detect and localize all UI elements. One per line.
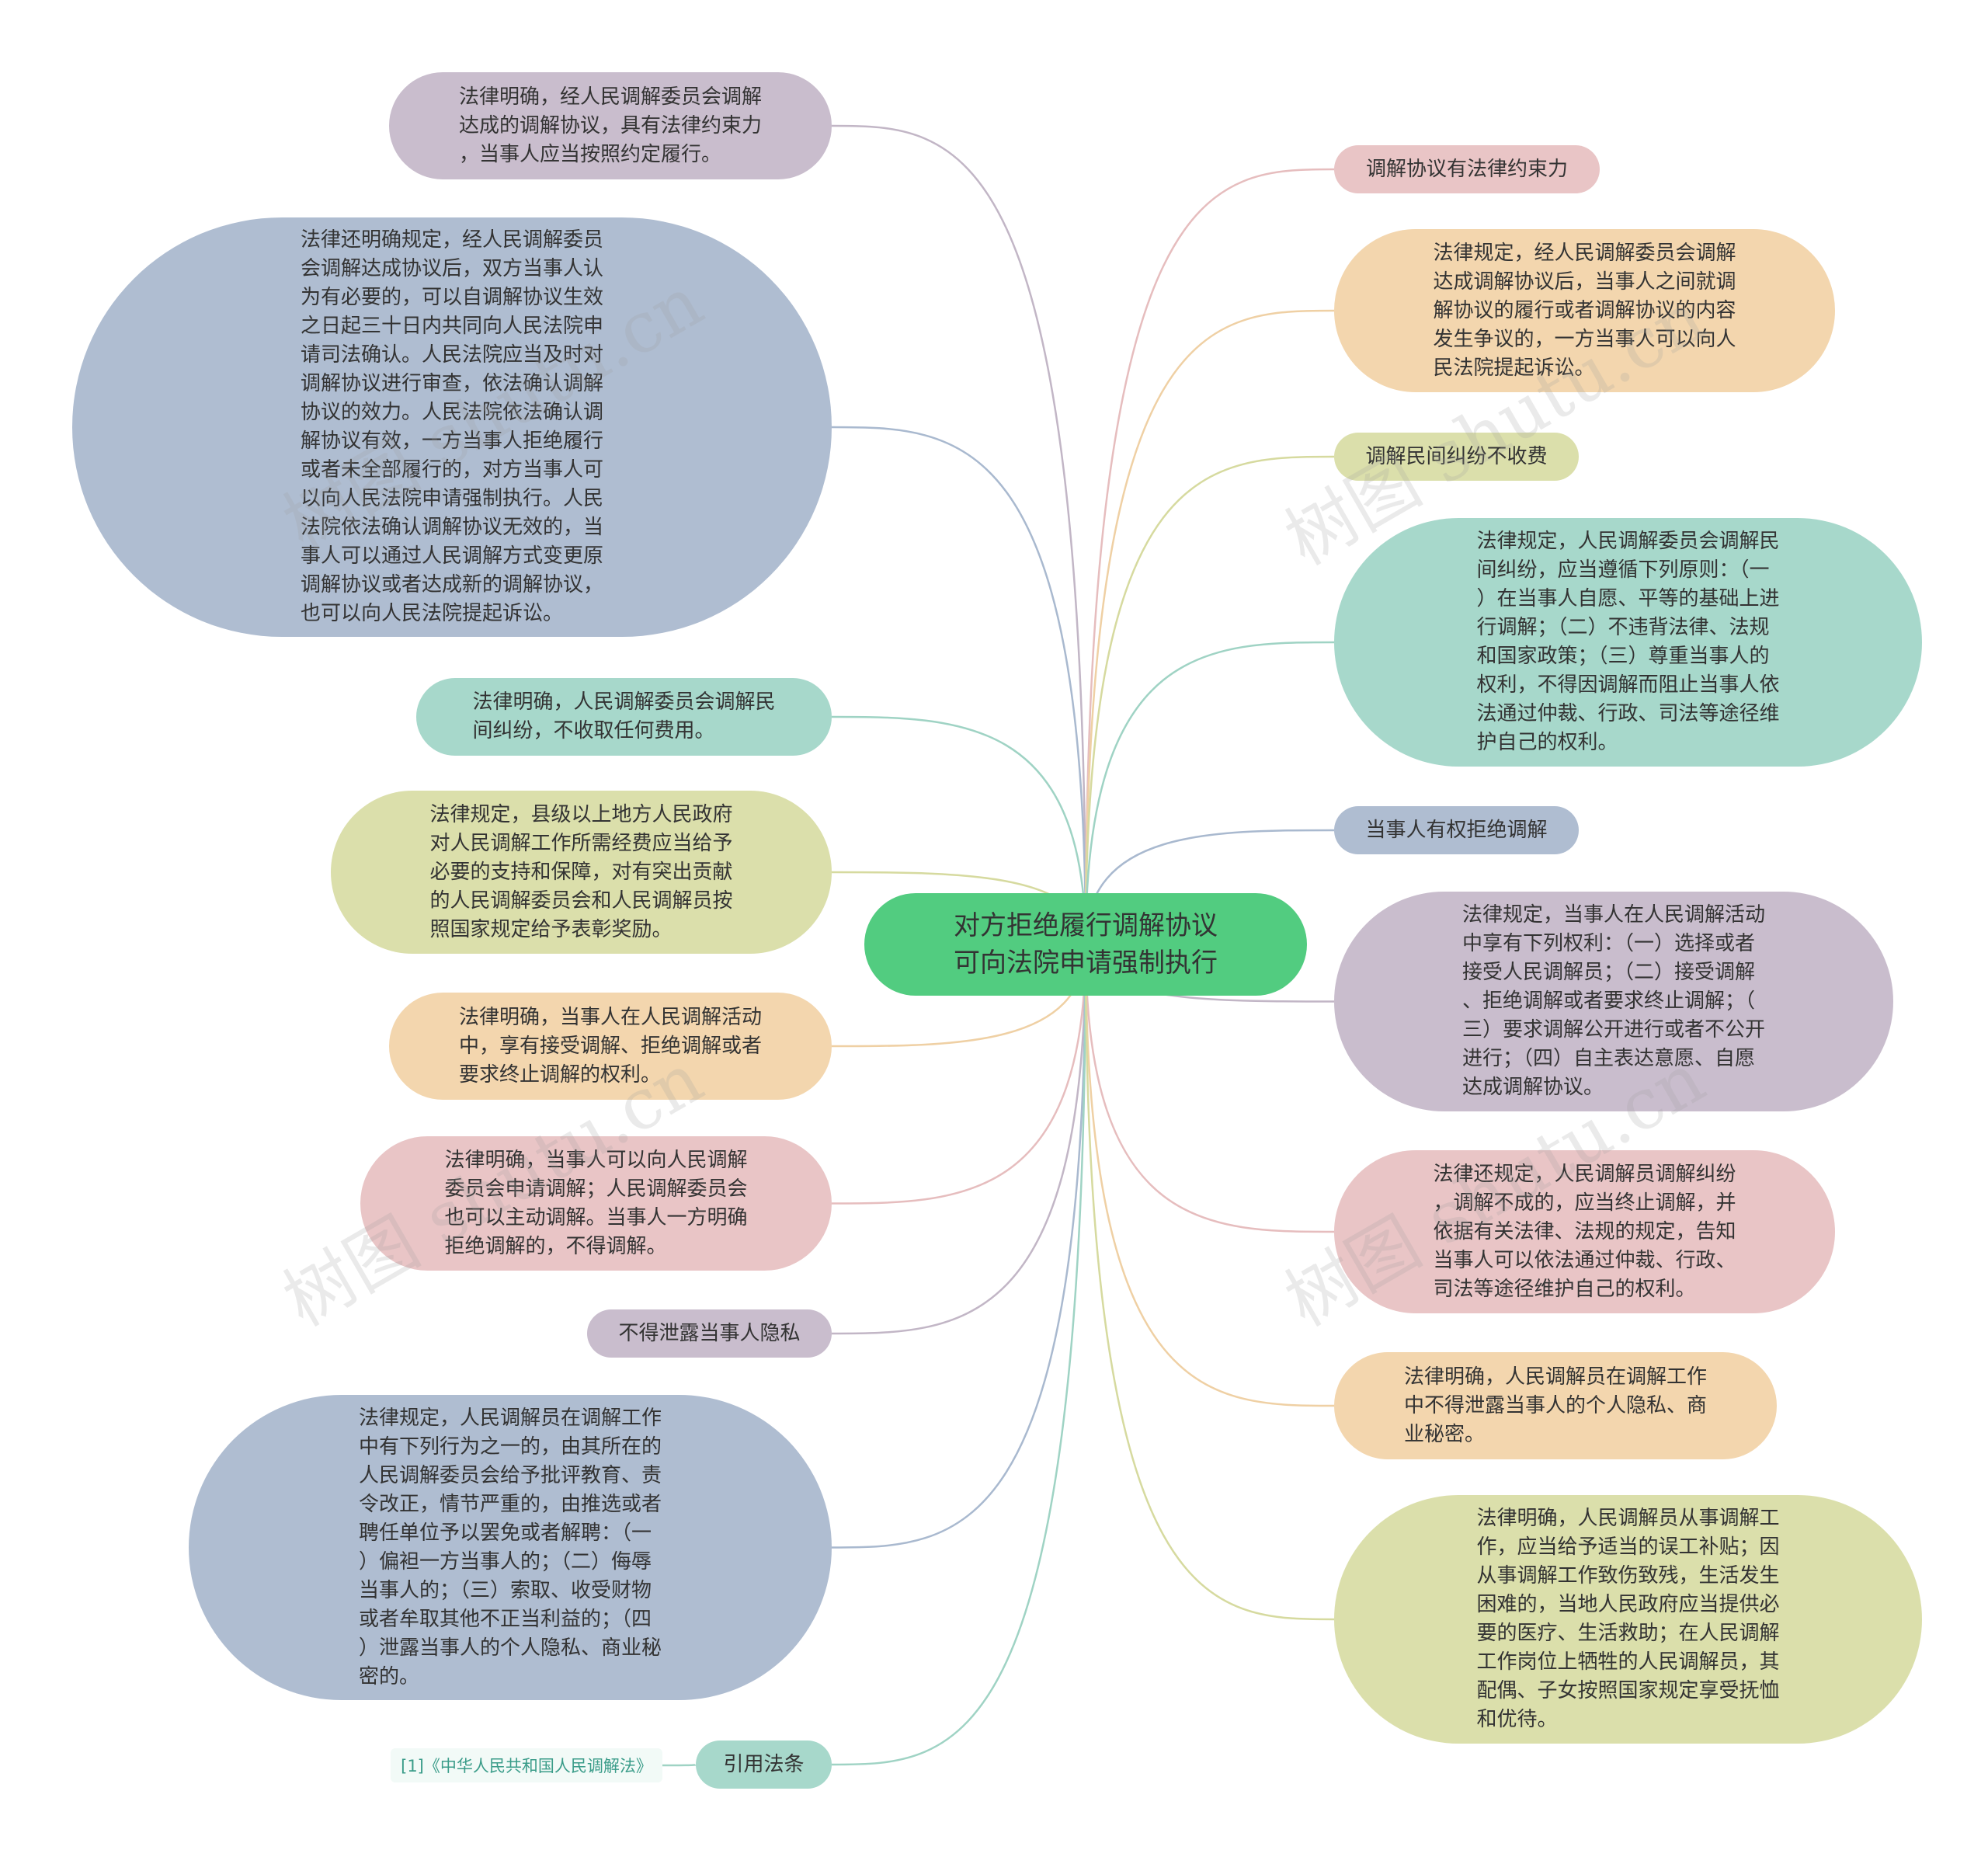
right-topic-node-6[interactable]: 法律规定，当事人在人民调解活动 中享有下列权利：（一）选择或者 接受人民调解员；… xyxy=(1334,892,1893,1111)
connector-left-6 xyxy=(831,944,1087,1205)
right-topic-node-4[interactable]: 法律规定，人民调解委员会调解民 间纠纷，应当遵循下列原则：（一 ）在当事人自愿、… xyxy=(1334,518,1922,767)
left-topic-text-9: 引用法条 xyxy=(723,1752,805,1776)
reference-text: [1]《中华人民共和国人民调解法》 xyxy=(401,1757,652,1775)
connector-right-4 xyxy=(1084,641,1335,945)
left-topic-text-4: 法律规定，县级以上地方人民政府 对人民调解工作所需经费应当给予 必要的支持和保障… xyxy=(429,802,733,941)
left-topic-text-1: 法律明确，经人民调解委员会调解 达成的调解协议，具有法律约束力 ，当事人应当按照… xyxy=(458,85,762,166)
right-topic-node-8[interactable]: 法律明确，人民调解员在调解工作 中不得泄露当事人的个人隐私、商 业秘密。 xyxy=(1334,1352,1777,1459)
right-topic-node-7[interactable]: 法律还规定，人民调解员调解纠纷 ，调解不成的，应当终止调解，并 依据有关法律、法… xyxy=(1334,1150,1835,1313)
left-topic-node-3[interactable]: 法律明确，人民调解委员会调解民 间纠纷，不收取任何费用。 xyxy=(416,678,832,756)
left-topic-node-7[interactable]: 不得泄露当事人隐私 xyxy=(587,1309,832,1358)
right-topic-text-6: 法律规定，当事人在人民调解活动 中享有下列权利：（一）选择或者 接受人民调解员；… xyxy=(1461,903,1765,1099)
left-topic-text-8: 法律规定，人民调解员在调解工作 中有下列行为之一的，由其所在的 人民调解委员会给… xyxy=(358,1406,662,1688)
left-topic-text-2: 法律还明确规定，经人民调解委员 会调解达成协议后，双方当事人认 为有必要的，可以… xyxy=(300,228,603,625)
left-topic-node-8[interactable]: 法律规定，人民调解员在调解工作 中有下列行为之一的，由其所在的 人民调解委员会给… xyxy=(189,1395,832,1700)
connector-right-1 xyxy=(1084,168,1335,945)
root-topic-node[interactable]: 对方拒绝履行调解协议 可向法院申请强制执行 xyxy=(864,893,1307,996)
connector-right-3 xyxy=(1084,455,1335,945)
right-topic-node-5[interactable]: 当事人有权拒绝调解 xyxy=(1334,806,1579,854)
connector-right-7 xyxy=(1084,944,1335,1233)
connector-left-1 xyxy=(831,124,1087,945)
left-topic-node-6[interactable]: 法律明确，当事人可以向人民调解 委员会申请调解；人民调解委员会 也可以主动调解。… xyxy=(360,1136,832,1271)
connector-left-3 xyxy=(831,715,1087,945)
connector-right-9 xyxy=(1084,944,1335,1621)
connector-left-9 xyxy=(831,944,1087,1766)
left-topic-text-3: 法律明确，人民调解委员会调解民 间纠纷，不收取任何费用。 xyxy=(472,690,776,742)
reference-link[interactable]: [1]《中华人民共和国人民调解法》 xyxy=(391,1748,662,1782)
right-topic-text-7: 法律还规定，人民调解员调解纠纷 ，调解不成的，应当终止调解，并 依据有关法律、法… xyxy=(1433,1162,1736,1301)
right-topic-text-4: 法律规定，人民调解委员会调解民 间纠纷，应当遵循下列原则：（一 ）在当事人自愿、… xyxy=(1476,530,1780,754)
right-topic-text-8: 法律明确，人民调解员在调解工作 中不得泄露当事人的个人隐私、商 业秘密。 xyxy=(1403,1365,1707,1446)
left-topic-text-6: 法律明确，当事人可以向人民调解 委员会申请调解；人民调解委员会 也可以主动调解。… xyxy=(444,1148,748,1258)
root-topic-text: 对方拒绝履行调解协议 可向法院申请强制执行 xyxy=(954,910,1218,979)
right-topic-text-3: 调解民间纠纷不收费 xyxy=(1365,444,1548,468)
left-topic-node-2[interactable]: 法律还明确规定，经人民调解委员 会调解达成协议后，双方当事人认 为有必要的，可以… xyxy=(72,217,832,637)
right-topic-text-1: 调解协议有法律约束力 xyxy=(1365,157,1568,181)
left-topic-node-9[interactable]: 引用法条 xyxy=(696,1741,832,1789)
right-topic-node-1[interactable]: 调解协议有法律约束力 xyxy=(1334,145,1600,193)
right-topic-text-5: 当事人有权拒绝调解 xyxy=(1365,818,1548,842)
right-topic-text-2: 法律规定，经人民调解委员会调解 达成调解协议后，当事人之间就调 解协议的履行或者… xyxy=(1433,241,1736,380)
right-topic-node-3[interactable]: 调解民间纠纷不收费 xyxy=(1334,433,1579,481)
right-topic-node-9[interactable]: 法律明确，人民调解员从事调解工 作，应当给予适当的误工补贴；因 从事调解工作致伤… xyxy=(1334,1495,1922,1744)
right-topic-text-9: 法律明确，人民调解员从事调解工 作，应当给予适当的误工补贴；因 从事调解工作致伤… xyxy=(1476,1507,1780,1731)
left-topic-node-5[interactable]: 法律明确，当事人在人民调解活动 中，享有接受调解、拒绝调解或者 要求终止调解的权… xyxy=(389,993,832,1100)
left-topic-text-5: 法律明确，当事人在人民调解活动 中，享有接受调解、拒绝调解或者 要求终止调解的权… xyxy=(458,1005,762,1087)
connector-left-2 xyxy=(831,426,1087,945)
left-topic-text-7: 不得泄露当事人隐私 xyxy=(618,1321,801,1345)
left-topic-node-1[interactable]: 法律明确，经人民调解委员会调解 达成的调解协议，具有法律约束力 ，当事人应当按照… xyxy=(389,72,832,179)
connector-right-2 xyxy=(1084,309,1335,945)
left-topic-node-4[interactable]: 法律规定，县级以上地方人民政府 对人民调解工作所需经费应当给予 必要的支持和保障… xyxy=(331,791,832,954)
connector-left-7 xyxy=(831,944,1087,1335)
connector-left-8 xyxy=(831,944,1087,1549)
connector-right-8 xyxy=(1084,944,1335,1407)
right-topic-node-2[interactable]: 法律规定，经人民调解委员会调解 达成调解协议后，当事人之间就调 解协议的履行或者… xyxy=(1334,229,1835,392)
